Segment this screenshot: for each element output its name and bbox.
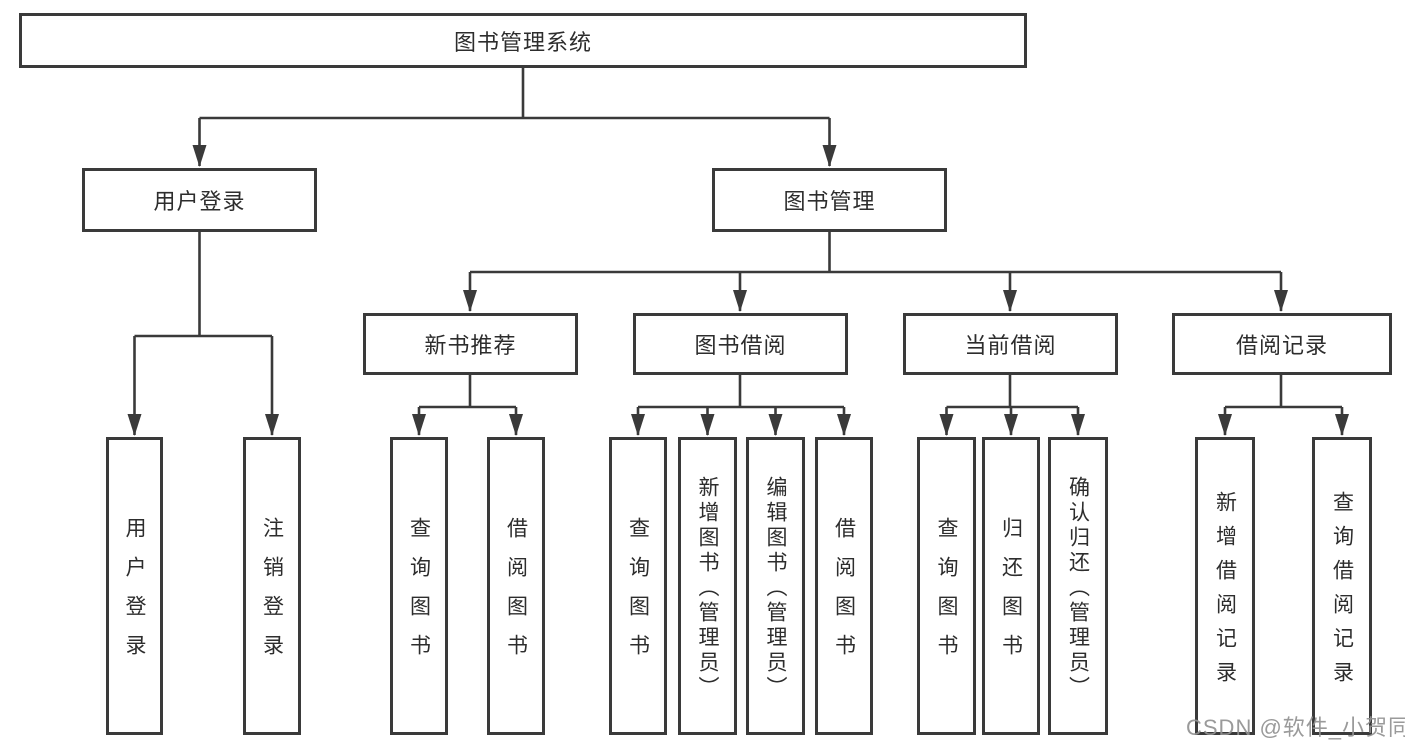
node-new-book-recommend-label: 新书推荐 [424, 333, 517, 358]
leaf-recommend-query-books-label: 查询图书 [407, 517, 431, 673]
node-book-borrowing-label: 图书借阅 [694, 333, 787, 358]
leaf-return-books-label: 归还图书 [999, 517, 1023, 673]
leaf-query-borrow-record: 查询借阅记录 [1312, 437, 1372, 735]
leaf-edit-books-admin: 编辑图书（管理员） [746, 437, 805, 735]
leaf-current-query-books-label: 查询图书 [935, 517, 958, 673]
leaf-recommend-borrow-books-label: 借阅图书 [504, 517, 528, 673]
node-new-book-recommend: 新书推荐 [363, 313, 578, 375]
leaf-borrowing-borrow-books-label: 借阅图书 [832, 517, 856, 673]
leaf-recommend-borrow-books: 借阅图书 [487, 437, 545, 735]
leaf-current-query-books: 查询图书 [917, 437, 976, 735]
leaf-borrowing-borrow-books: 借阅图书 [815, 437, 873, 735]
leaf-user-login: 用户登录 [106, 437, 163, 735]
leaf-borrowing-query-books: 查询图书 [609, 437, 667, 735]
node-root-system-label: 图书管理系统 [453, 29, 592, 55]
node-book-management-label: 图书管理 [783, 189, 876, 214]
node-book-management: 图书管理 [712, 168, 947, 232]
node-book-borrowing: 图书借阅 [633, 313, 848, 375]
leaf-add-borrow-record: 新增借阅记录 [1195, 437, 1255, 735]
leaf-logout: 注销登录 [243, 437, 301, 735]
leaf-logout-label: 注销登录 [260, 517, 284, 673]
node-borrow-records-label: 借阅记录 [1235, 333, 1328, 358]
leaf-return-books: 归还图书 [982, 437, 1040, 735]
leaf-add-books-admin: 新增图书（管理员） [678, 437, 737, 735]
leaf-confirm-return-admin: 确认归还（管理员） [1048, 437, 1108, 735]
leaf-confirm-return-admin-label: 确认归还（管理员） [1066, 475, 1090, 701]
leaf-query-borrow-record-label: 查询借阅记录 [1330, 490, 1354, 695]
node-user-login-branch-label: 用户登录 [153, 189, 246, 214]
leaf-add-borrow-record-label: 新增借阅记录 [1213, 490, 1237, 695]
node-user-login-branch: 用户登录 [82, 168, 317, 232]
leaf-add-books-admin-label: 新增图书（管理员） [696, 475, 719, 701]
leaf-edit-books-admin-label: 编辑图书（管理员） [764, 475, 787, 701]
node-root-system: 图书管理系统 [19, 13, 1027, 68]
node-borrow-records: 借阅记录 [1172, 313, 1392, 375]
node-current-borrowing: 当前借阅 [903, 313, 1118, 375]
node-current-borrowing-label: 当前借阅 [964, 333, 1057, 358]
leaf-user-login-label: 用户登录 [123, 517, 146, 673]
leaf-recommend-query-books: 查询图书 [390, 437, 448, 735]
leaf-borrowing-query-books-label: 查询图书 [626, 517, 650, 673]
csdn-watermark: CSDN @软件_小贺同学 [1186, 715, 1405, 740]
